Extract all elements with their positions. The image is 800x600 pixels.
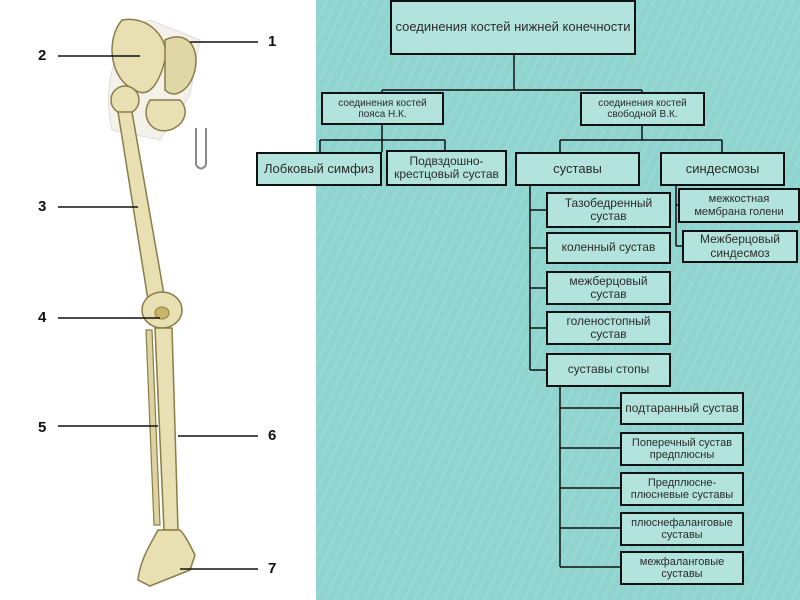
label-3: 3 bbox=[38, 198, 47, 215]
label-7: 7 bbox=[268, 560, 277, 577]
box-ankle-joint: голеностопный сустав bbox=[546, 311, 671, 345]
box-free-limb-joints: соединения костей свободной В.К. bbox=[580, 92, 705, 126]
box-metatarsophalangeal-joints: плюснефаланговые суставы bbox=[620, 512, 744, 546]
leg-bones-drawing bbox=[58, 18, 258, 587]
box-syndesmoses: синдесмозы bbox=[660, 152, 785, 186]
label-4: 4 bbox=[38, 309, 47, 326]
fibula-bone bbox=[145, 329, 161, 526]
box-interphalangeal-joints: межфаланговые суставы bbox=[620, 551, 744, 585]
pointer-lines bbox=[58, 41, 258, 570]
label-2: 2 bbox=[38, 47, 47, 64]
box-tibiofibular-syndesmosis: Межберцовый синдесмоз bbox=[682, 230, 798, 263]
box-tibiofibular-joint: межберцовый сустав bbox=[546, 271, 671, 305]
pubis-bone bbox=[145, 99, 186, 132]
box-pubic-symphysis: Лобковый симфиз bbox=[256, 152, 382, 186]
box-foot-joints: суставы стопы bbox=[546, 353, 671, 387]
box-knee-joint: коленный сустав bbox=[546, 232, 671, 264]
foot-bones bbox=[137, 529, 196, 587]
box-hip-joint: Тазобедренный сустав bbox=[546, 192, 671, 228]
hip-outline-lines bbox=[195, 128, 207, 170]
patella-bone bbox=[154, 306, 170, 320]
box-sacroiliac-joint: Подвздошно-крестцовый сустав bbox=[386, 150, 507, 186]
label-5: 5 bbox=[38, 419, 47, 436]
box-transverse-tarsal-joint: Поперечный сустав предплюсны bbox=[620, 432, 744, 466]
box-interosseous-membrane: межкостная мембрана голени bbox=[678, 188, 800, 223]
sacrum-bone bbox=[164, 36, 197, 95]
label-6: 6 bbox=[268, 427, 277, 444]
box-joints: суставы bbox=[515, 152, 640, 186]
box-tarsometatarsal-joints: Предплюсне-плюсневые суставы bbox=[620, 472, 744, 506]
box-root: соединения костей нижней конечности bbox=[390, 0, 636, 55]
box-girdle-joints: соединения костей пояса Н.К. bbox=[321, 92, 444, 125]
box-subtalar-joint: подтаранный сустав bbox=[620, 392, 744, 425]
leg-skeleton-illustration: 1 2 3 4 5 6 7 bbox=[0, 0, 316, 600]
label-1: 1 bbox=[268, 33, 277, 50]
